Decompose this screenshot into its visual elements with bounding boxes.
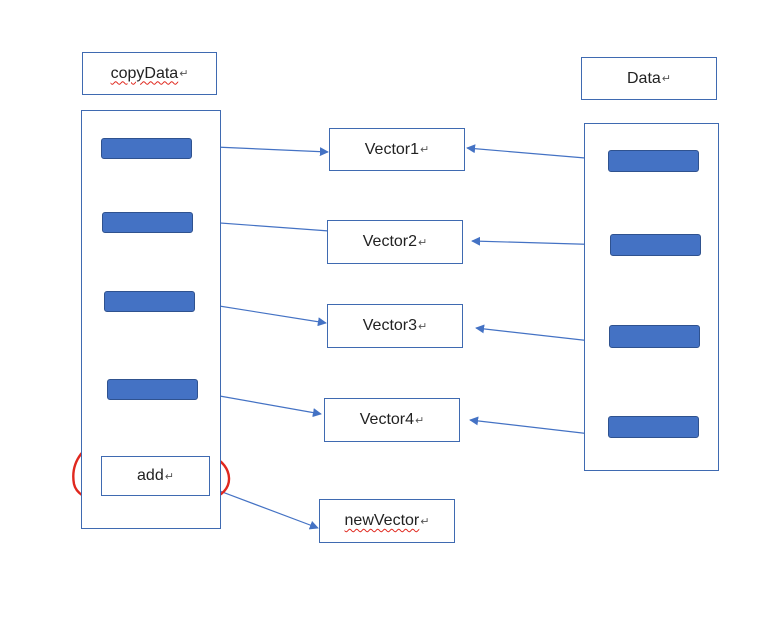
- paragraph-mark: ↵: [420, 144, 430, 156]
- paragraph-mark: ↵: [418, 320, 428, 333]
- data-element-3: [609, 325, 700, 348]
- vector1-box: Vector1↵: [329, 128, 465, 171]
- add-label: add: [137, 467, 164, 484]
- paragraph-mark: ↵: [418, 236, 428, 249]
- data-container: [584, 123, 719, 471]
- newvector-box: newVector↵: [319, 499, 455, 543]
- paragraph-mark: ↵: [415, 414, 425, 427]
- add-box: add↵: [101, 456, 210, 496]
- vector3-label: Vector3: [362, 317, 418, 334]
- copydata-element-3: [104, 291, 195, 312]
- paragraph-mark: ↵: [420, 515, 430, 528]
- data-element-1: [608, 150, 699, 172]
- data-header-box: Data↵: [581, 57, 717, 100]
- vector4-box: Vector4↵: [324, 398, 460, 442]
- copydata-element-1: [101, 138, 192, 159]
- arrow-add-to-newvector: [208, 486, 319, 530]
- vector2-box: Vector2↵: [327, 220, 463, 264]
- paragraph-mark: ↵: [661, 73, 671, 85]
- data-header-label: Data: [626, 69, 661, 87]
- vector1-label: Vector1: [364, 140, 420, 158]
- paragraph-mark: ↵: [179, 68, 189, 80]
- copydata-header-box: copyData↵: [82, 52, 217, 95]
- data-element-4: [608, 416, 699, 438]
- newvector-label: newVector: [344, 512, 420, 529]
- copydata-header-label: copyData: [110, 64, 179, 82]
- vector4-label: Vector4: [359, 411, 415, 428]
- data-element-2: [610, 234, 701, 256]
- copydata-element-4: [107, 379, 198, 400]
- copydata-element-2: [102, 212, 193, 233]
- vector2-label: Vector2: [362, 233, 418, 250]
- vector3-box: Vector3↵: [327, 304, 463, 348]
- paragraph-mark: ↵: [164, 470, 174, 483]
